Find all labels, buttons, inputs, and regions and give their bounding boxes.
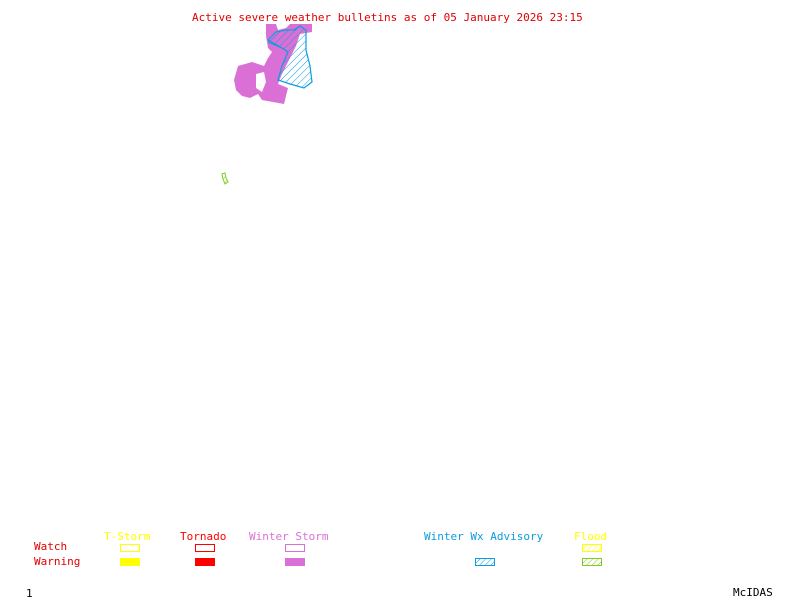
flood-warning-region	[221, 172, 229, 185]
frame-number: 1	[26, 587, 33, 600]
legend-row-warning: Warning	[34, 555, 81, 568]
swatch-flood-watch	[582, 544, 602, 552]
swatch-flood-warning	[582, 558, 602, 566]
swatch-winter-storm-warning	[285, 558, 305, 566]
swatch-winter-wx-advisory	[475, 558, 495, 566]
swatch-tornado-warning	[195, 558, 215, 566]
legend-header-tornado: Tornado	[180, 530, 227, 543]
winter-wx-advisory-region	[267, 25, 313, 89]
page-title: Active severe weather bulletins as of 05…	[192, 11, 583, 24]
swatch-tstorm-watch	[120, 544, 140, 552]
legend-header-tstorm: T-Storm	[104, 530, 151, 543]
legend-row-watch: Watch	[34, 540, 68, 553]
swatch-winter-storm-watch	[285, 544, 305, 552]
software-label: McIDAS	[733, 586, 773, 599]
legend-header-winter-storm: Winter Storm	[249, 530, 329, 543]
legend-header-flood: Flood	[574, 530, 608, 543]
swatch-tstorm-warning	[120, 558, 140, 566]
legend-header-winter-wx-advisory: Winter Wx Advisory	[424, 530, 544, 543]
swatch-tornado-watch	[195, 544, 215, 552]
